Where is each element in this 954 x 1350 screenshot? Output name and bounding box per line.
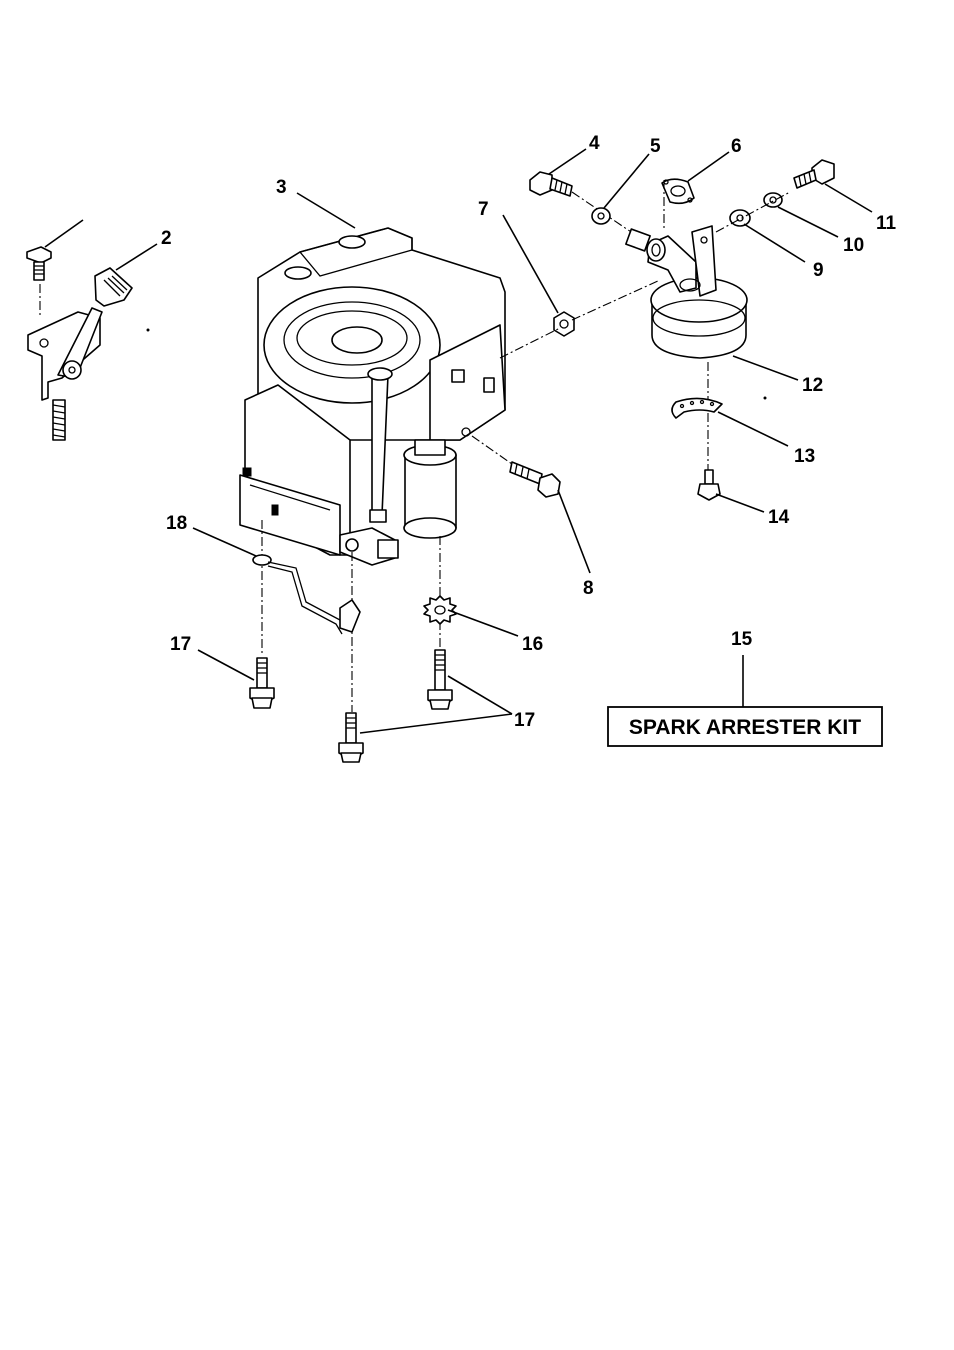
bolt-17-middle [339,713,363,762]
callout-7: 7 [478,199,489,220]
leader-5 [604,154,649,208]
leader-18 [193,528,256,556]
callout-17b: 17 [514,710,535,731]
callout-16: 16 [522,634,543,655]
callout-18: 18 [166,513,187,534]
scan-dot [764,397,766,399]
leader-7 [503,215,558,313]
bolt-17-right [428,650,452,709]
leader-10 [778,207,838,237]
leader-8 [558,490,590,573]
leader-3 [297,193,355,228]
spark-arrester-screen-13 [672,398,722,418]
engine-body [240,228,505,565]
callout-14: 14 [768,507,790,528]
callout-17a: 17 [170,634,191,655]
leader-6 [688,152,729,181]
callout-6: 6 [731,136,742,157]
callout-12: 12 [802,375,823,396]
callout-11: 11 [876,213,897,234]
callout-9: 9 [813,260,824,281]
leader-17b-1 [448,676,512,714]
bolt-17-left [250,658,274,708]
bolt-8 [510,462,560,497]
washer-5 [592,208,610,224]
callout-13: 13 [794,446,815,467]
washer-9 [730,210,750,226]
leader-14 [716,494,764,512]
callout-10: 10 [843,235,864,256]
bolt-11 [794,160,834,188]
scan-dot [147,329,149,331]
nut-7 [554,312,574,336]
callout-4: 4 [589,133,600,154]
leader-12 [733,356,798,380]
throttle-control-assembly [27,247,132,440]
leader-13 [718,412,788,446]
callout-5: 5 [650,136,661,157]
leader-1 [45,220,83,247]
callout-2: 2 [161,228,172,249]
drain-tube-18 [253,555,360,634]
callout-15: 15 [731,629,753,650]
leader-9 [744,224,805,262]
leader-16 [448,610,518,636]
leader-4 [549,149,586,174]
callout-3: 3 [276,177,287,198]
gasket-6 [662,179,694,203]
leader-17a [198,650,254,680]
throttle-spring [53,400,65,440]
leader-17b-2 [360,714,512,733]
star-washer-16 [424,596,456,624]
screw-14 [698,470,720,500]
spark-arrester-kit-label: SPARK ARRESTER KIT [629,716,861,739]
muffler-12 [626,226,747,358]
callout-8: 8 [583,578,594,599]
bolt-4 [530,172,572,196]
throttle-screw [27,247,51,280]
leader-11 [825,184,872,212]
leader-2 [116,244,157,270]
